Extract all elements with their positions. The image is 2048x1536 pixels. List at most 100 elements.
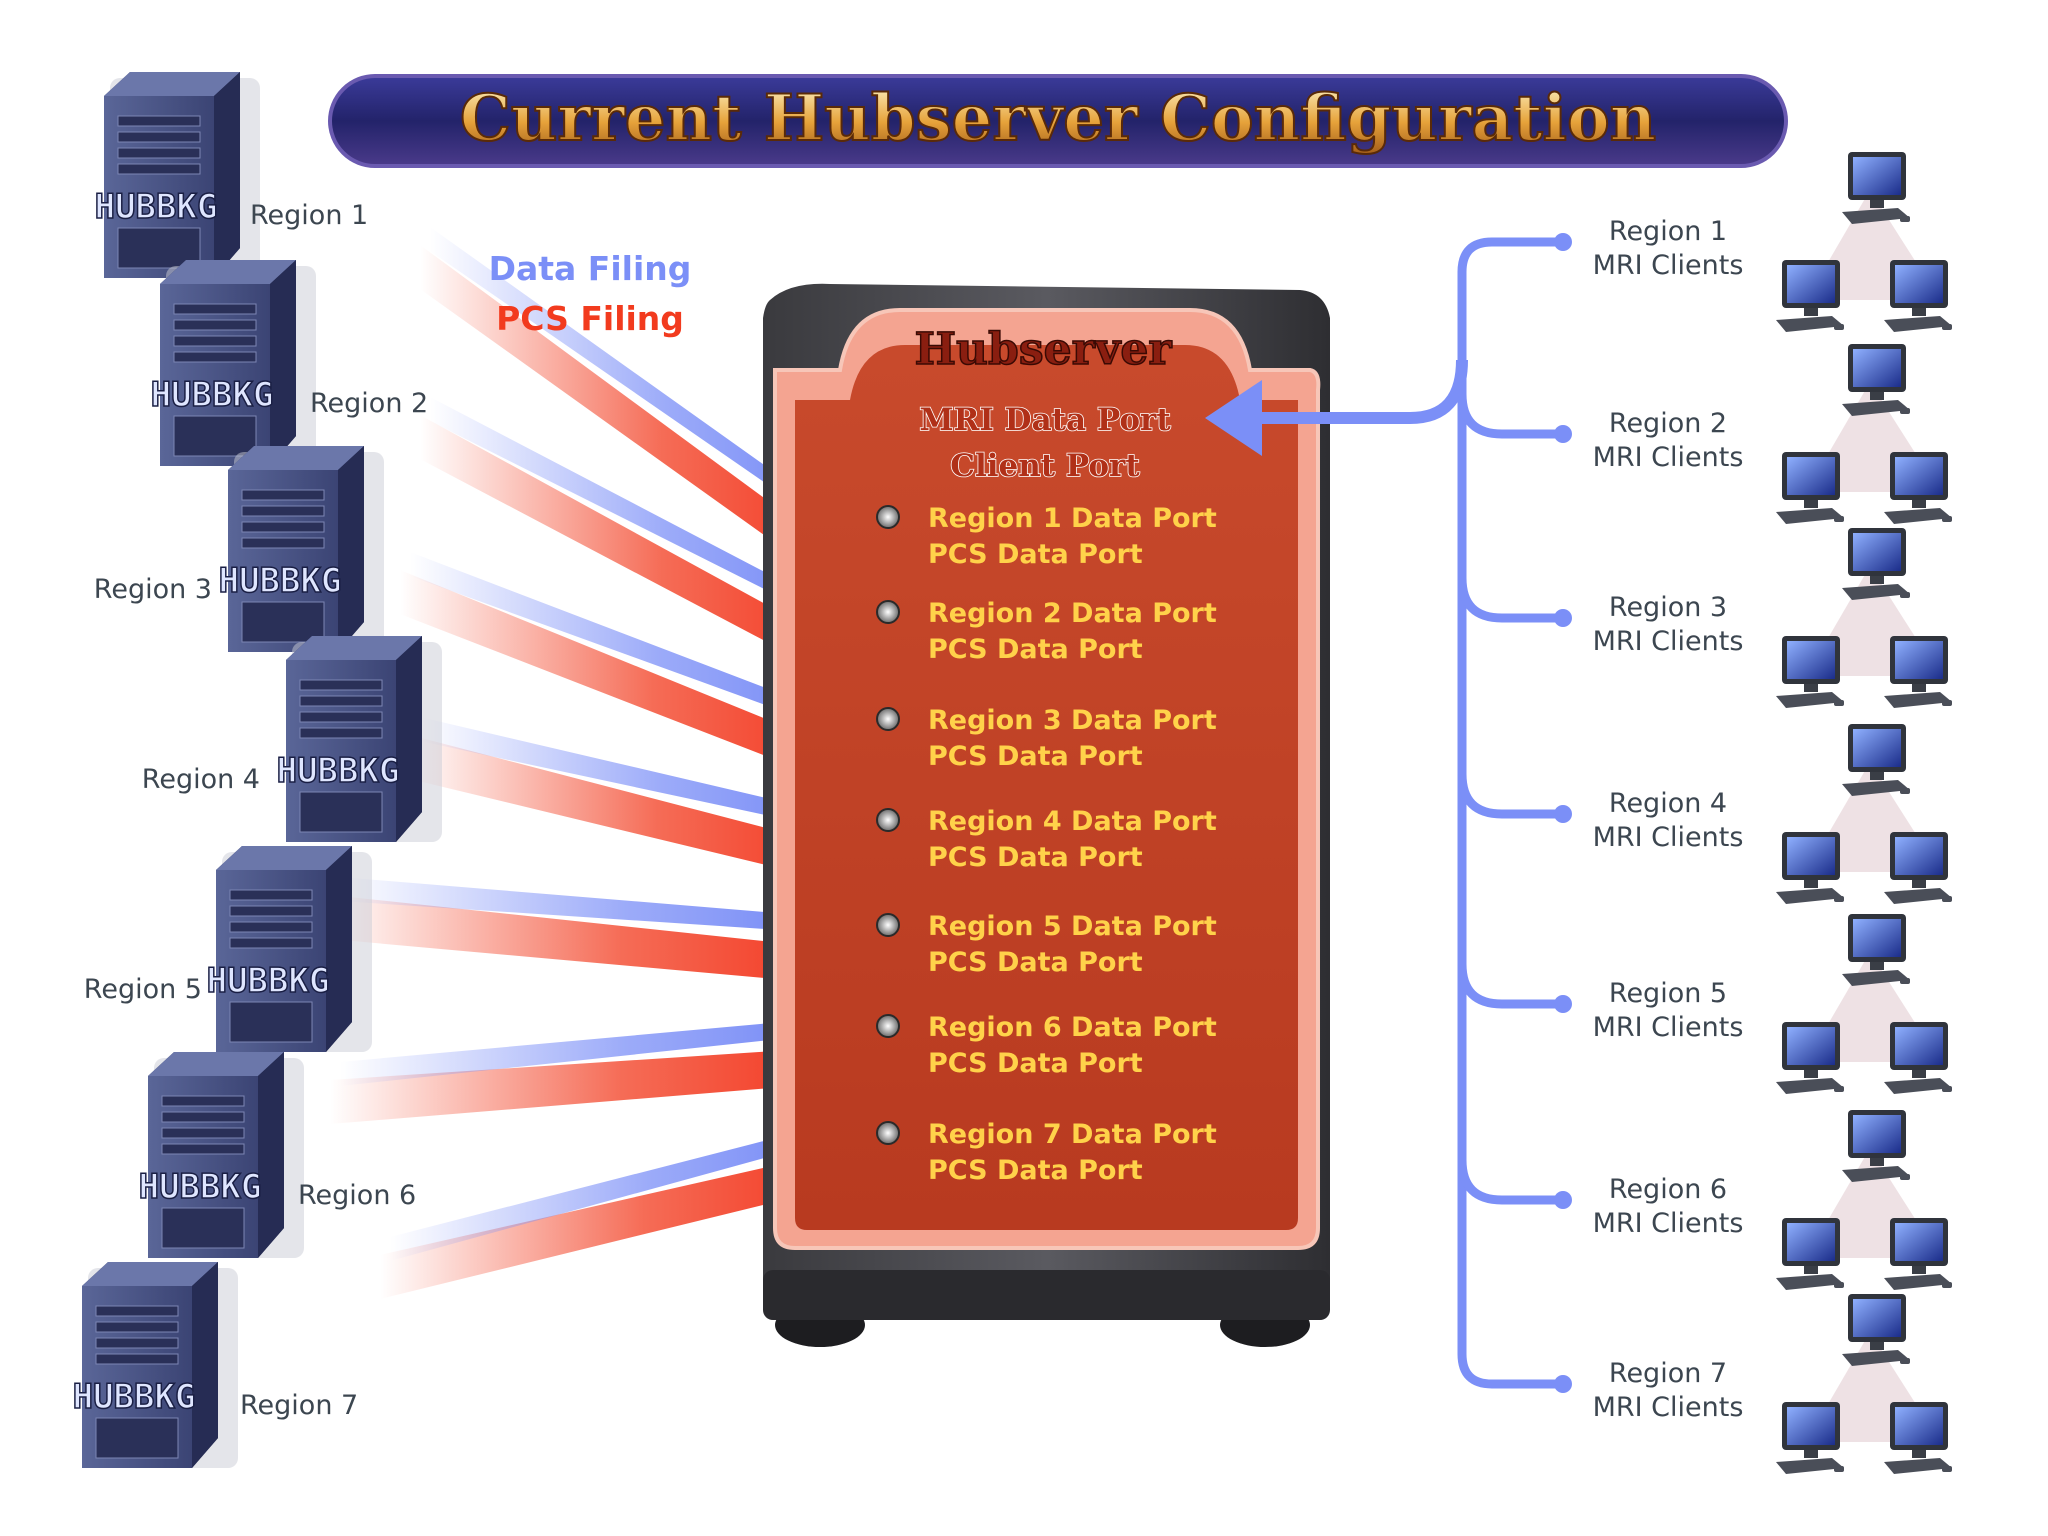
mri-data-port-label: MRI Data Port	[919, 402, 1171, 438]
client-node-dot	[1554, 1191, 1572, 1209]
region-data-port-label: Region 3 Data Port	[928, 705, 1217, 736]
pcs-data-port-label: PCS Data Port	[928, 842, 1143, 873]
server-region-label: Region 5	[84, 974, 202, 1005]
page-title: Current Hubserver Configuration	[460, 81, 1656, 156]
client-mri-label: MRI Clients	[1593, 626, 1744, 657]
pcs-filing-beam	[330, 1034, 860, 1124]
client-region-label: Region 4	[1609, 788, 1727, 819]
region-data-port-label: Region 1 Data Port	[928, 503, 1217, 534]
client-region-label: Region 5	[1609, 978, 1727, 1009]
server-hubbkg: HUBBKG	[138, 1052, 304, 1258]
computer-icon	[1842, 344, 1910, 416]
server-tag: HUBBKG	[73, 1377, 196, 1417]
computer-icon	[1776, 452, 1844, 524]
client-branch-line	[1457, 963, 1560, 1009]
client-region-label: Region 6	[1609, 1174, 1727, 1205]
pcs-filing-beam	[330, 895, 860, 997]
computer-icon	[1884, 832, 1952, 904]
server-region-label: Region 4	[142, 764, 260, 795]
server-region-label: Region 1	[250, 200, 368, 231]
client-to-hub-arrowhead	[1205, 380, 1262, 456]
client-mri-label: MRI Clients	[1593, 250, 1744, 281]
client-region-label: Region 3	[1609, 592, 1727, 623]
computer-icon	[1776, 1022, 1844, 1094]
pcs-filing-beam	[380, 1141, 860, 1299]
pcs-filing-beam	[410, 735, 860, 892]
region-data-port-label: Region 5 Data Port	[928, 911, 1217, 942]
data-filing-beam	[420, 717, 860, 842]
computer-icon	[1842, 1110, 1910, 1182]
pcs-data-port-label: PCS Data Port	[928, 1155, 1143, 1186]
data-filing-beam	[430, 227, 860, 539]
data-filing-beam	[340, 1004, 860, 1086]
computer-icon	[1776, 260, 1844, 332]
server-region-label: Region 2	[310, 388, 428, 419]
server-hubbkg: HUBBKG	[94, 72, 260, 278]
data-filing-beam	[390, 1111, 860, 1261]
server-hubbkg: HUBBKG	[218, 446, 384, 652]
data-filing-beam	[340, 877, 860, 947]
computer-icon	[1842, 914, 1910, 986]
workstation-cluster	[1776, 152, 1952, 332]
client-node-dot	[1554, 805, 1572, 823]
client-port-label: Client Port	[950, 448, 1140, 484]
pcs-filing-beam	[400, 570, 860, 791]
computer-icon	[1842, 1294, 1910, 1366]
pcs-data-port-label: PCS Data Port	[928, 947, 1143, 978]
computer-icon	[1842, 724, 1910, 796]
client-branch-line	[1457, 393, 1560, 439]
workstation-cluster	[1776, 724, 1952, 904]
computer-icon	[1884, 636, 1952, 708]
workstation-cluster	[1776, 1294, 1952, 1474]
client-mri-label: MRI Clients	[1593, 1012, 1744, 1043]
hubserver: Hubserver MRI Data Port Client Port Regi…	[763, 283, 1330, 1347]
server-tag: HUBBKG	[139, 1167, 262, 1207]
client-node-dot	[1554, 1375, 1572, 1393]
computer-icon	[1884, 452, 1952, 524]
computer-icon	[1884, 1218, 1952, 1290]
server-hubbkg: HUBBKG	[72, 1262, 238, 1468]
client-branch-line	[1457, 577, 1560, 623]
region-data-port-label: Region 4 Data Port	[928, 806, 1217, 837]
server-tag: HUBBKG	[277, 751, 400, 791]
client-to-hub-line	[1262, 359, 1468, 424]
computer-icon	[1884, 1022, 1952, 1094]
computer-icon	[1842, 152, 1910, 224]
client-region-label: Region 7	[1609, 1358, 1727, 1389]
port-connector-icon	[876, 707, 900, 731]
pcs-data-port-label: PCS Data Port	[928, 741, 1143, 772]
port-connector-icon	[876, 505, 900, 529]
computer-icon	[1776, 832, 1844, 904]
port-connector-icon	[876, 913, 900, 937]
computer-icon	[1776, 1218, 1844, 1290]
legend-data-filing: Data Filing	[489, 249, 692, 288]
pcs-filing-beam	[420, 415, 860, 684]
client-node-dot	[1554, 609, 1572, 627]
server-tag: HUBBKG	[207, 961, 330, 1001]
computer-icon	[1884, 1402, 1952, 1474]
server-tag: HUBBKG	[219, 561, 342, 601]
computer-icon	[1884, 260, 1952, 332]
hubserver-title: Hubserver	[914, 324, 1172, 375]
client-mri-label: MRI Clients	[1593, 442, 1744, 473]
client-branch-line	[1457, 773, 1560, 819]
server-hubbkg: HUBBKG	[276, 636, 442, 842]
pcs-data-port-label: PCS Data Port	[928, 539, 1143, 570]
workstation-cluster	[1776, 1110, 1952, 1290]
port-connector-icon	[876, 600, 900, 624]
data-filing-beam	[430, 397, 860, 634]
title-banner: Current Hubserver Configuration	[328, 74, 1788, 168]
